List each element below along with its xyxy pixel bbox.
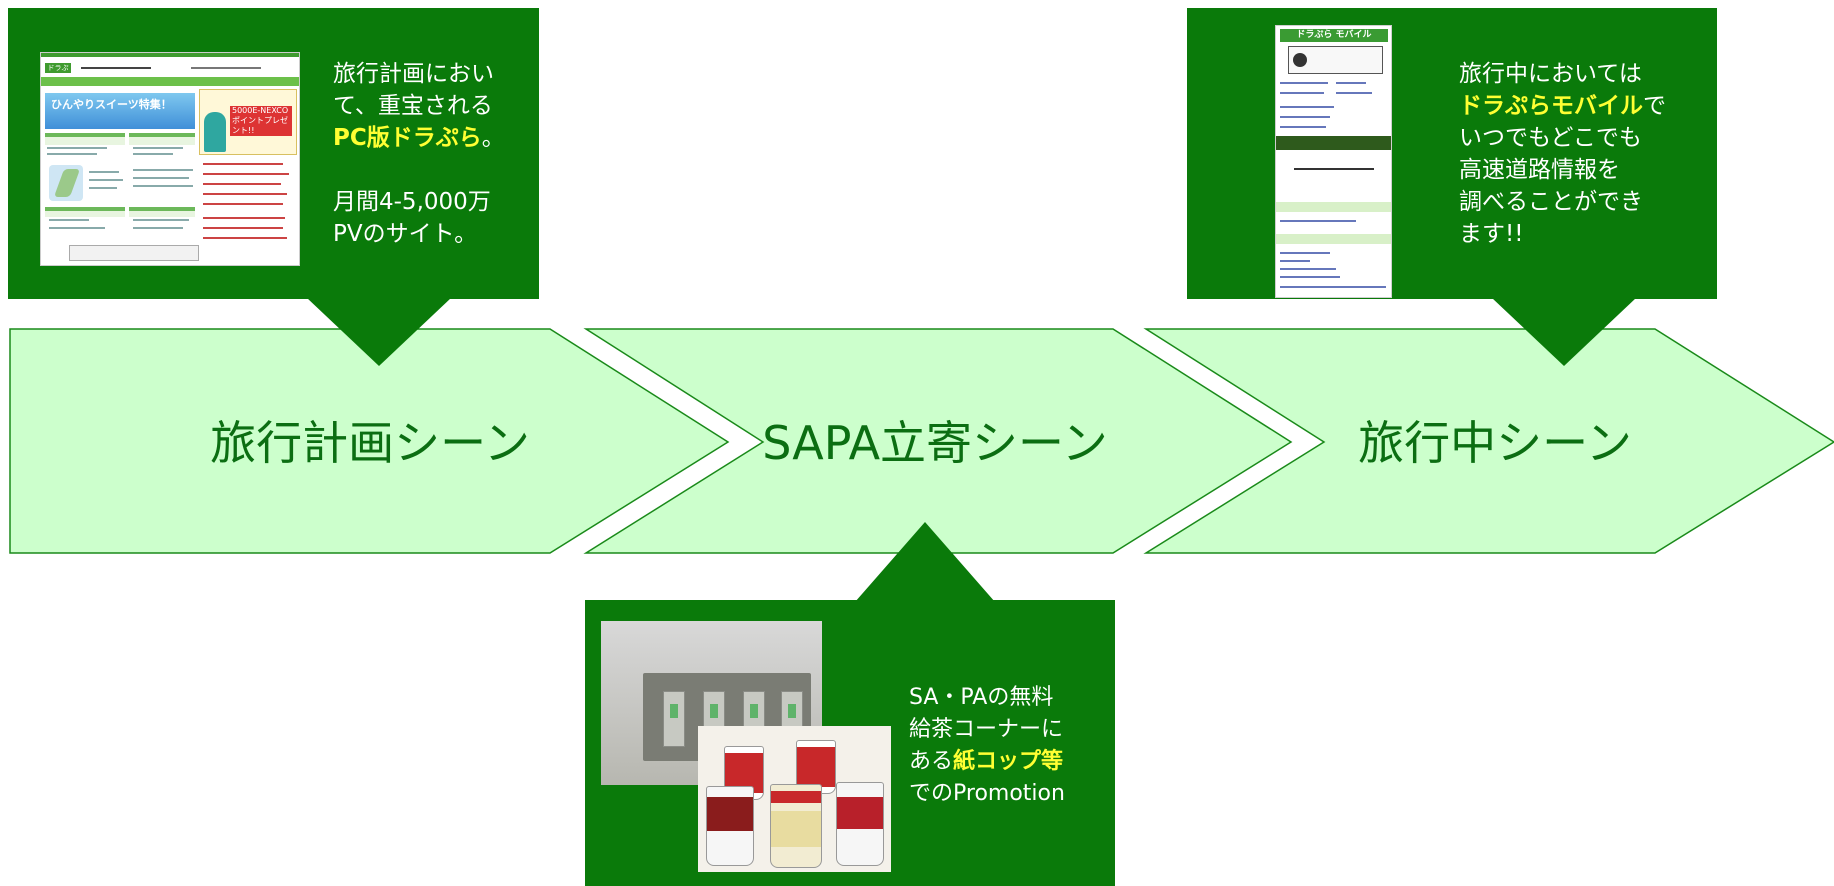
callout-mobile-line1: 旅行中においては: [1459, 61, 1642, 87]
pc-site-footer-ad: [69, 245, 199, 261]
pc-site-banner: ひんやりスイーツ特集！: [45, 93, 195, 129]
callout-mobile-line3: いつでもどこでも: [1459, 125, 1642, 151]
callout-pc-highlight: PC版ドラぷら: [333, 125, 482, 151]
pc-site-promo: 5000E-NEXCO ポイントプレゼント!!: [199, 89, 297, 155]
cup-nescafe: [706, 786, 754, 866]
callout-mobile-highlight: ドラぷらモバイル: [1459, 93, 1643, 119]
scene-label-planning: 旅行計画シーン: [210, 416, 530, 470]
callout-mobile-line2: ドラぷらモバイルで: [1459, 90, 1666, 122]
callout-sapa-line1: SA・PAの無料: [909, 685, 1054, 710]
callout-pc-line3: PC版ドラぷら。: [333, 122, 505, 154]
callout-mobile-line5: 調べることができ: [1459, 189, 1643, 215]
callout-sapa-line4: でのPromotion: [909, 781, 1065, 806]
mobile-site-ad: [1288, 46, 1383, 74]
japan-map-icon: [49, 165, 83, 201]
cup-green-tea: [770, 784, 822, 868]
callout-sapa-line3-pre: ある: [909, 749, 954, 774]
callout-sapa-pointer: [855, 522, 995, 602]
callout-sapa-text: SA・PAの無料 給茶コーナーに ある紙コップ等 でのPromotion: [909, 682, 1065, 810]
callout-pc-line2: て、重宝される: [333, 93, 493, 119]
person-illustration-icon: [204, 112, 226, 152]
callout-mobile-line4: 高速道路情報を: [1459, 157, 1620, 183]
callout-sapa-highlight: 紙コップ等: [953, 749, 1064, 774]
callout-pc-pointer: [307, 298, 451, 366]
callout-mobile-after-highlight: で: [1643, 93, 1666, 119]
pc-site-logo: ドラぷら: [45, 63, 71, 82]
pc-site-screenshot: ドラぷら ひんやりスイーツ特集！ 5000E-NEXCO ポイントプレゼント!!: [40, 52, 300, 266]
callout-pc-line4: 月間4-5,000万: [333, 189, 491, 215]
callout-pc-line5: PVのサイト。: [333, 221, 478, 247]
callout-pc-text: 旅行計画におい て、重宝される PC版ドラぷら。 月間4-5,000万 PVのサ…: [333, 58, 505, 250]
mobile-site-screenshot: ドラぷら モバイル: [1275, 25, 1392, 298]
callout-sapa-line2: 給茶コーナーに: [909, 717, 1064, 742]
callout-mobile-pointer: [1492, 298, 1636, 366]
scene-label-sapa: SAPA立寄シーン: [762, 416, 1108, 470]
chevron-sapa: [583, 328, 1293, 554]
mobile-site-section-highway: [1276, 136, 1391, 150]
callout-pc-after-highlight: 。: [481, 125, 505, 151]
callout-sapa-line3: ある紙コップ等: [909, 746, 1065, 778]
chevron-traveling: [1143, 328, 1834, 554]
callout-pc-line1: 旅行計画におい: [333, 61, 494, 87]
callout-mobile-line6: ます!!: [1459, 221, 1524, 247]
cup-red-top-right: [796, 740, 836, 794]
mobile-site-title: ドラぷら モバイル: [1280, 29, 1388, 42]
pc-site-promo-text: 5000E-NEXCO ポイントプレゼント!!: [230, 106, 292, 136]
chevron-planning: [9, 328, 730, 554]
scene-label-traveling: 旅行中シーン: [1358, 416, 1632, 470]
paper-cups-photo: [698, 726, 891, 872]
callout-mobile-text: 旅行中においては ドラぷらモバイルで いつでもどこでも 高速道路情報を 調べるこ…: [1459, 58, 1666, 250]
cup-royal: [836, 782, 884, 866]
